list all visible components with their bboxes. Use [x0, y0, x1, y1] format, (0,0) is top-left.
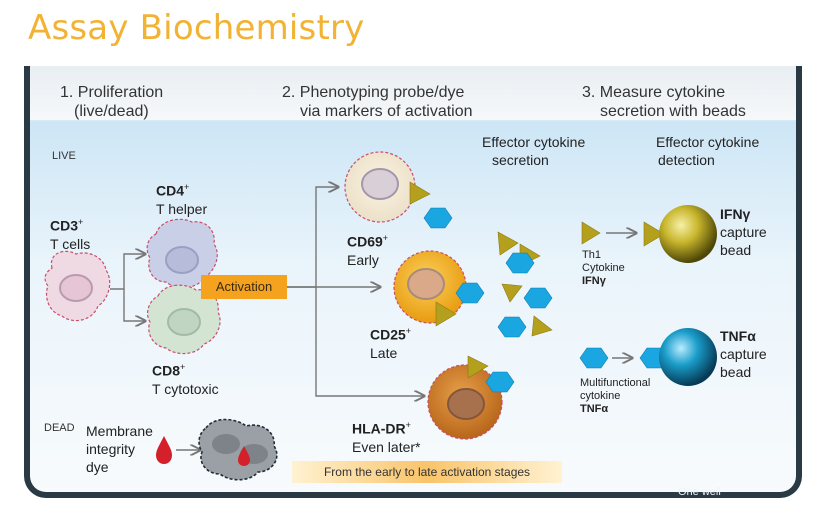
activation-stages-band: From the early to late activation stages	[292, 461, 562, 483]
cd25-label: CD25+ Late	[370, 326, 412, 361]
cytokine-hexagons	[423, 207, 669, 393]
cytokine-triangles	[409, 181, 665, 379]
dye-drop-icon	[156, 436, 172, 464]
th1-cytokine-label: Th1 Cytokine IFNγ	[582, 249, 625, 287]
step-2-header: 2. Phenotyping probe/dye via markers of …	[282, 84, 473, 120]
cd25-cell	[393, 250, 467, 324]
activation-label: Activation	[201, 275, 287, 299]
cd3-cell	[44, 250, 111, 322]
tnf-bead-label: TNFα capture bead	[720, 328, 767, 380]
cd3-label: CD3+ T cells	[50, 217, 91, 252]
dead-cells	[198, 418, 278, 481]
cd8-label: CD8+ T cytotoxic	[152, 362, 219, 397]
cd69-label: CD69+ Early	[347, 233, 389, 268]
multifunctional-cytokine-label: Multifunctional cytokine TNFα	[580, 377, 651, 415]
cd3-branch-arrows	[110, 254, 145, 321]
cd8-cell	[146, 284, 221, 355]
one-well-label: One well	[678, 486, 721, 498]
cd69-cell	[344, 151, 416, 223]
dead-label: DEAD	[44, 422, 75, 434]
ifn-bead-label: IFNγ capture bead	[720, 206, 767, 258]
tnf-capture-bead	[659, 328, 717, 386]
step-3-header: 3. Measure cytokine secretion with beads	[582, 84, 746, 120]
membrane-dye-label: Membrane integrity dye	[86, 423, 153, 475]
live-label: LIVE	[52, 150, 76, 162]
activation-branch-arrows	[287, 187, 424, 396]
page-title: Assay Biochemistry	[28, 8, 365, 48]
hladr-label: HLA-DR+ Even later*	[352, 420, 421, 455]
effector-detection-label: Effector cytokine detection	[656, 134, 760, 168]
step-1-header: 1. Proliferation (live/dead)	[60, 84, 164, 120]
ifn-capture-bead	[659, 205, 717, 263]
step-header-bar	[24, 66, 802, 120]
effector-secretion-label: Effector cytokine secretion	[482, 134, 586, 168]
hladr-cell	[427, 364, 503, 440]
cd4-label: CD4+ T helper	[156, 182, 208, 217]
cd4-cell	[146, 218, 218, 289]
detection-arrows	[606, 233, 636, 358]
